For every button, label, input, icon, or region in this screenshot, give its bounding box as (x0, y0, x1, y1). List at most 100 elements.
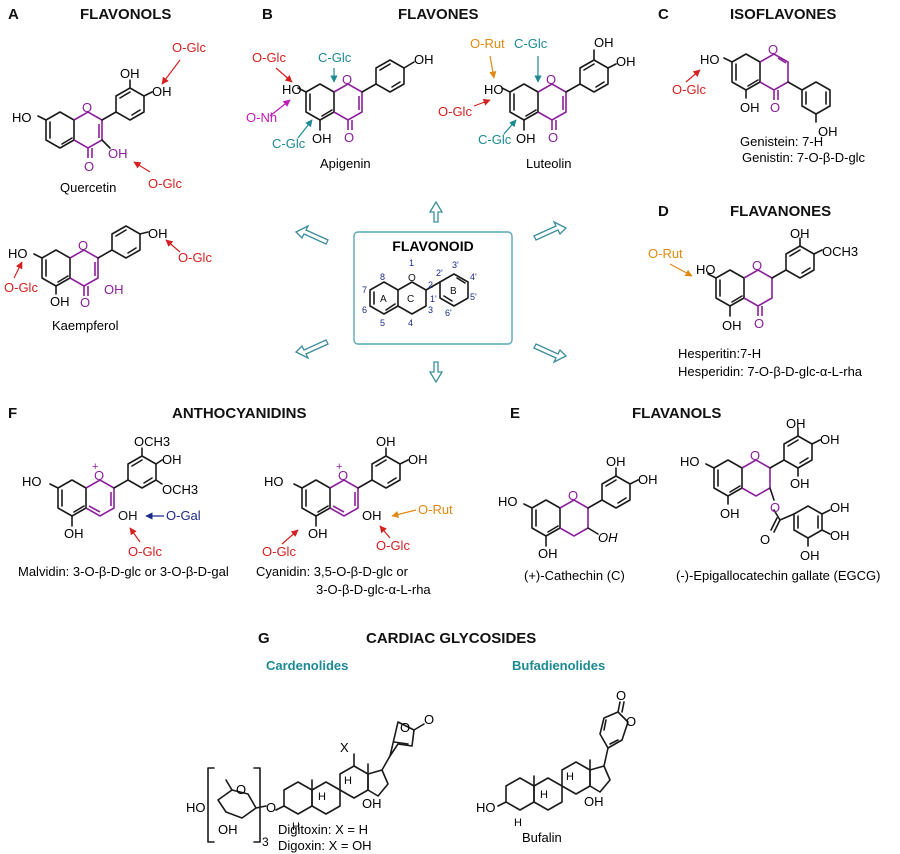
center-ring-oxygen: O (408, 273, 416, 284)
cyanidin-structure (293, 447, 409, 527)
pos-6: 6 (362, 305, 367, 315)
apigenin-cglc-bottom: C-Glc (272, 136, 306, 151)
apigenin-arrow-onh (269, 99, 291, 117)
catechin-ho-7: HO (498, 494, 518, 509)
genistein-structure (723, 53, 831, 123)
genistein-ring-o: O (768, 42, 778, 57)
bufalin-carbonyl-o: O (616, 688, 626, 703)
malvidin-och3-top: OCH3 (134, 434, 170, 449)
cyanidin-oh-4p: OH (408, 452, 428, 467)
panel-title-a: FLAVONOLS (80, 6, 171, 23)
egcg-ring-o: O (750, 448, 760, 463)
digitoxin-subscript: 3 (262, 835, 269, 849)
ring-c-label: C (407, 294, 414, 305)
quercetin-ring-o: O (82, 100, 92, 115)
luteolin-orut: O-Rut (470, 36, 505, 51)
luteolin-oglc: O-Glc (438, 104, 472, 119)
digitoxin-lactone-o: O (400, 720, 410, 735)
arrow-lower-right (533, 343, 568, 364)
center-title: FLAVONOID (392, 238, 473, 254)
cyanidin-ho-7: HO (264, 474, 284, 489)
panel-letter-c: C (658, 6, 669, 23)
pos-1: 1 (409, 258, 414, 268)
egcg-label: (-)-Epigallocatechin gallate (EGCG) (676, 568, 880, 583)
hesperitin-ho-7: HO (696, 262, 716, 277)
digitoxin-x: X (340, 740, 349, 755)
catechin-label: (+)-Cathechin (C) (524, 568, 625, 583)
genistin-label: Genistin: 7-O-β-D-glc (742, 150, 866, 165)
cyanidin-label-1: Cyanidin: 3,5-O-β-D-glc or (256, 564, 409, 579)
apigenin-arrow-oglc (275, 67, 293, 83)
hesperitin-ring-o: O (752, 258, 762, 273)
panel-title-c: ISOFLAVONES (730, 6, 836, 23)
egcg-oh-top: OH (786, 416, 806, 431)
apigenin-c4-o: O (344, 130, 354, 145)
cyanidin-ring-o: O (338, 468, 348, 483)
arrow-lower-left (294, 339, 329, 360)
genistein-oh-5: OH (740, 100, 760, 115)
digitoxin-ho: HO (186, 800, 206, 815)
cyanidin-oh-5: OH (308, 526, 328, 541)
malvidin-och3-bottom: OCH3 (162, 482, 198, 497)
luteolin-cglc-bottom: C-Glc (478, 132, 512, 147)
hesperitin-orut: O-Rut (648, 246, 683, 261)
hesperidin-label: Hesperidin: 7-O-β-D-glc-α-L-rha (678, 364, 863, 379)
panel-title-e: FLAVANOLS (632, 405, 721, 422)
cyanidin-arrow-oglc-left (281, 529, 299, 545)
hesperitin-structure (707, 237, 823, 317)
bufalin-h-8: H (566, 771, 574, 783)
kaempferol-arrow-left (13, 261, 23, 279)
bufalin-ring-o: O (626, 714, 636, 729)
ring-b-label: B (450, 286, 457, 297)
ring-a-label: A (380, 294, 387, 305)
kaempferol-oh-4p: OH (148, 226, 168, 241)
kaempferol-oglc-right: O-Glc (178, 250, 212, 265)
luteolin-arrow-orut (489, 55, 497, 79)
hesperitin-oh-3p: OH (790, 226, 810, 241)
quercetin-c4-o: O (84, 159, 94, 174)
luteolin-ho-7: HO (484, 82, 504, 97)
luteolin-name: Luteolin (526, 156, 572, 171)
egcg-gallate-oh-2: OH (830, 528, 850, 543)
catechin-oh-3p: OH (606, 454, 626, 469)
egcg-gallate-oh-1: OH (830, 500, 850, 515)
digitoxin-h-8: H (344, 775, 352, 787)
digitoxin-oh-14: OH (362, 796, 382, 811)
luteolin-oh-5: OH (516, 131, 536, 146)
genistein-oglc: O-Glc (672, 82, 706, 97)
quercetin-oh-3: OH (108, 146, 128, 161)
luteolin-c4-o: O (548, 130, 558, 145)
cyanidin-arrow-orut (391, 509, 417, 518)
catechin-oh-5: OH (538, 546, 558, 561)
malvidin-oglc: O-Glc (128, 544, 162, 559)
panel-letter-g: G (258, 630, 270, 647)
panel-letter-d: D (658, 203, 669, 220)
cyanidin-label-2: 3-O-β-D-glc-α-L-rha (316, 582, 431, 597)
apigenin-ring-o: O (342, 72, 352, 87)
panel-title-b: FLAVONES (398, 6, 479, 23)
kaempferol-oglc-left: O-Glc (4, 280, 38, 295)
egcg-oh-right-upper: OH (820, 432, 840, 447)
pos-3: 3 (428, 305, 433, 315)
luteolin-structure (501, 49, 617, 131)
egcg-oh-right-lower: OH (790, 476, 810, 491)
quercetin-oh-4p: OH (152, 84, 172, 99)
malvidin-ho-7: HO (22, 474, 42, 489)
radial-arrows (294, 200, 568, 384)
apigenin-oh-4p: OH (414, 52, 434, 67)
panel-title-f: ANTHOCYANIDINS (172, 405, 306, 422)
kaempferol-oh-3: OH (104, 282, 124, 297)
bufalin-ho: HO (476, 800, 496, 815)
malvidin-oh-5: OH (64, 526, 84, 541)
egcg-ho-7: HO (680, 454, 700, 469)
genistein-label: Genistein: 7-H (740, 134, 823, 149)
pos-8: 8 (380, 272, 385, 282)
hesperitin-arrow-orut (669, 263, 693, 277)
kaempferol-name: Kaempferol (52, 318, 119, 333)
egcg-structure (705, 427, 831, 547)
luteolin-arrow-oglc (473, 98, 491, 107)
quercetin-arrow-bottom (133, 161, 151, 173)
genistein-oh-4p: OH (818, 124, 838, 139)
kaempferol-c4-o: O (80, 295, 90, 310)
pos-6p: 6' (445, 308, 452, 318)
